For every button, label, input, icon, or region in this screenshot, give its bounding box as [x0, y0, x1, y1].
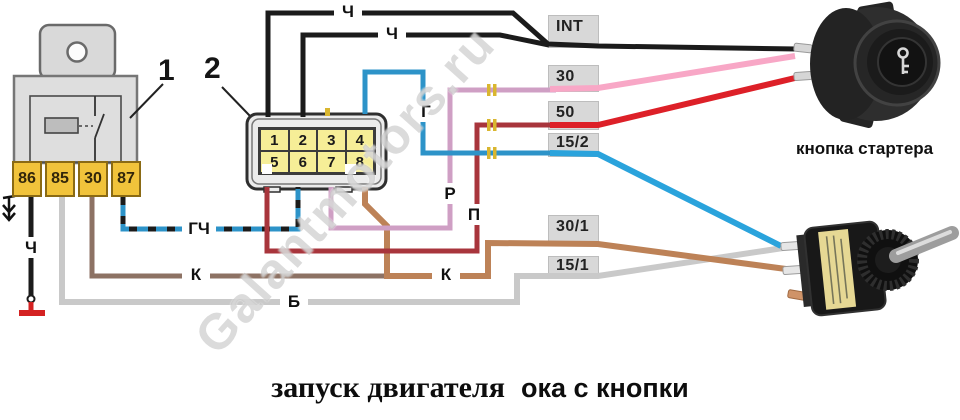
caption-part1: запуск двигателя: [271, 371, 505, 404]
relay: [12, 23, 164, 165]
button-bezel: [853, 19, 941, 107]
switch-body: [803, 220, 887, 317]
connector-pin3-stub: [325, 108, 330, 116]
terminal-box-30-1: 30/1: [548, 215, 599, 243]
switch-terminal-top: [780, 240, 802, 252]
wire-label-brown-1: К: [182, 264, 210, 286]
terminal-box-15-2: 15/2: [548, 133, 599, 157]
wire-label-brown-2: К: [432, 264, 460, 286]
button-ring: [867, 29, 933, 95]
wire-label-red: П: [462, 204, 486, 225]
wire-white-relay85-15-1-switch: [59, 197, 784, 305]
ground-terminal-eye: [26, 294, 36, 304]
button-face: [877, 37, 927, 87]
connector-pin-4: 4: [345, 129, 374, 151]
wire-label-white: Б: [280, 291, 308, 313]
relay-contact-blade: [94, 113, 105, 139]
relay-pin-85: 85: [45, 161, 75, 197]
connector-pin-3: 3: [317, 129, 346, 151]
relay-cap-hole: [66, 41, 88, 63]
switch-label-sticker: [818, 229, 857, 310]
connector-tab-left: [263, 186, 281, 193]
caption-part2: ока с кнопки: [520, 373, 689, 403]
relay-inner-outline: [29, 95, 122, 163]
relay-base: 86 85 30 87: [12, 161, 141, 197]
button-body-shade: [810, 8, 882, 120]
wire-label-blueblack: ГЧ: [182, 218, 216, 239]
relay-pin-87: 87: [111, 161, 141, 197]
wire-black-pin1-int-button: [265, 10, 798, 117]
wire-blue-pin4-15-2: [362, 69, 556, 156]
switch-lever-highlight: [896, 230, 952, 255]
wire-label-black-2: Ч: [378, 23, 406, 44]
relay-coil: [44, 117, 79, 134]
terminal-box-int: INT: [548, 15, 599, 48]
button-clip-top: [857, 1, 895, 23]
caption: запуск двигателя ока с кнопки: [0, 371, 960, 405]
switch-collar-knurl: [857, 229, 919, 291]
switch-body-group: [796, 220, 887, 317]
splice-connectors: [487, 84, 497, 159]
connector-pin-1: 1: [260, 129, 289, 151]
connector-index-number: 2: [204, 52, 221, 85]
relay-body: [12, 74, 139, 165]
terminal-box-50: 50: [548, 101, 599, 130]
starter-button-label: кнопка стартера: [796, 139, 934, 158]
button-clip-bottom: [839, 106, 875, 129]
starter-button: [793, 1, 941, 129]
relay-leader-line: [129, 83, 164, 119]
wire-label-black-1: Ч: [334, 1, 362, 22]
terminal-box-15-1: 15/1: [548, 256, 599, 278]
connector-pin-7: 7: [317, 151, 346, 173]
switch-terminal-middle: [782, 264, 804, 276]
connector-notch-left: [262, 164, 272, 174]
ignition-key-icon: [897, 47, 909, 74]
toggle-switch: [780, 220, 959, 317]
wire-label-pink: Р: [438, 183, 462, 204]
switch-terminal-bottom: [787, 289, 807, 301]
wire-label-black-ground: Ч: [20, 237, 42, 258]
switch-backplate: [796, 233, 820, 308]
connector-leader-line: [221, 86, 251, 117]
connector-pin-6: 6: [288, 151, 317, 173]
connector-tab-right: [335, 186, 353, 193]
relay-pin-30: 30: [78, 161, 108, 197]
button-terminal-bottom: [793, 71, 813, 81]
wire-label-blue: Г: [414, 101, 438, 122]
connector-pin-2: 2: [288, 129, 317, 151]
wire-brown-relay30: [89, 197, 390, 279]
switch-collar: [858, 230, 918, 290]
relay-index-number: 1: [158, 54, 175, 87]
switch-label-text-lines: [825, 235, 848, 304]
relay-pin-86: 86: [12, 161, 42, 197]
connector-pin-grid: 1 2 3 4 5 6 7 8: [258, 127, 376, 175]
button-terminal-top: [793, 42, 813, 54]
relay-cap: [38, 23, 117, 81]
button-body: [819, 7, 933, 121]
switch-hub: [875, 247, 901, 273]
terminal-box-30: 30: [548, 65, 599, 92]
ground-direction-arrow: [2, 194, 16, 222]
connector-notch-right: [345, 164, 356, 174]
switch-lever: [889, 226, 959, 263]
